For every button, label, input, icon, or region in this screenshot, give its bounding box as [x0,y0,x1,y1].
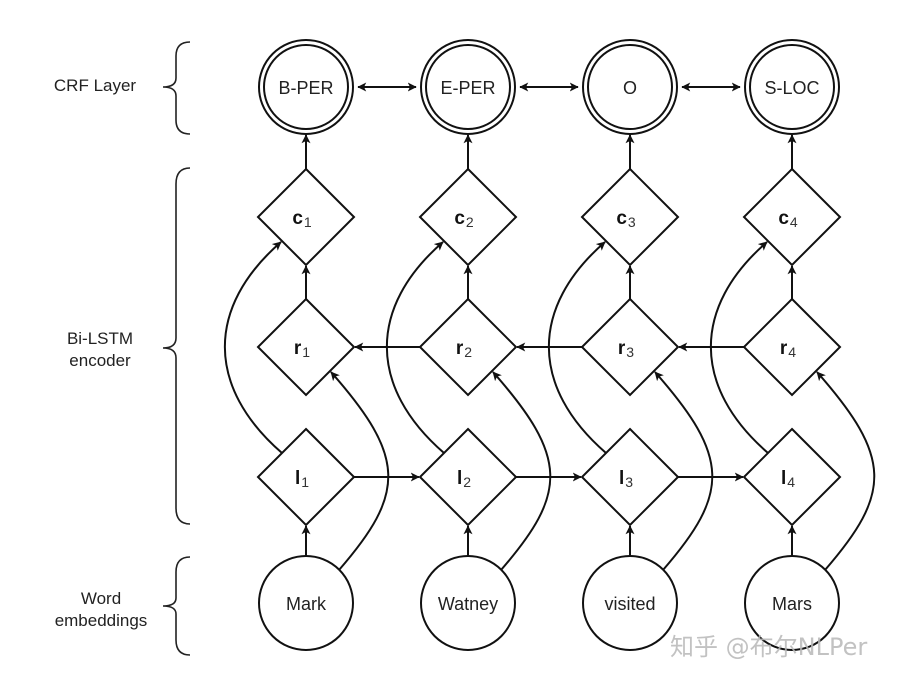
r-diamond [256,297,356,397]
word-circle [258,555,354,651]
edge-l2-to-c2 [386,241,445,454]
c-diamond [256,167,356,267]
c-node-2: c2 [418,167,518,267]
l-diamond [742,427,842,527]
crf-tag-node-2: E-PER [420,39,516,135]
embeddings-label-line2: embeddings [55,611,148,630]
c-node-4: c4 [742,167,842,267]
watermark: 知乎 @布尔NLPer [670,633,867,661]
word-circle [744,555,840,651]
crf-tag-node-4: S-LOC [744,39,840,135]
c-diamond [742,167,842,267]
edge-word-to-r4 [816,371,876,571]
word-circle [582,555,678,651]
crf-tag-label: S-LOC [764,78,819,98]
l-node-3: l3 [580,427,680,527]
l-node-4: l4 [742,427,842,527]
bilstm-brace [162,167,191,525]
r-label: r4 [780,338,796,360]
crf-tag-label: B-PER [278,78,333,98]
word-node-1: Mark [258,555,354,651]
c-label: c1 [292,208,312,230]
edge-l1-to-c1 [224,241,283,454]
word-label: Watney [438,594,498,614]
edges [224,82,876,571]
layer-label-bilstm: Bi-LSTM encoder [67,167,191,525]
bilstm-label-line2: encoder [69,351,131,370]
l-node-1: l1 [256,427,356,527]
crf-layer-label: CRF Layer [54,76,137,95]
crf-tag-node-3: O [582,39,678,135]
l-diamond [256,427,356,527]
r-node-3: r3 [580,297,680,397]
crf-inner-circle [425,44,511,130]
r-label: r2 [456,338,472,360]
crf-inner-circle [749,44,835,130]
r-node-1: r1 [256,297,356,397]
word-node-2: Watney [420,555,516,651]
r-label: r1 [294,338,310,360]
word-node-4: Mars [744,555,840,651]
r-node-2: r2 [418,297,518,397]
r-diamond [580,297,680,397]
c-diamond [580,167,680,267]
edge-word-to-r3 [654,371,714,571]
crf-inner-circle [263,44,349,130]
layer-label-crf: CRF Layer [54,41,191,135]
l-label: l1 [295,468,309,490]
crf-inner-circle [587,44,673,130]
l-label: l3 [619,468,633,490]
c-label: c2 [454,208,474,230]
word-label: visited [604,594,655,614]
c-label: c4 [778,208,798,230]
word-node-3: visited [582,555,678,651]
edge-l4-to-c4 [710,241,769,454]
l-node-2: l2 [418,427,518,527]
c-node-1: c1 [256,167,356,267]
r-node-4: r4 [742,297,842,397]
layer-label-embeddings: Word embeddings [55,556,191,656]
edge-word-to-r2 [492,371,552,571]
r-diamond [418,297,518,397]
crf-tag-label: O [623,78,637,98]
l-label: l2 [457,468,471,490]
r-diamond [742,297,842,397]
l-diamond [418,427,518,527]
l-diamond [580,427,680,527]
crf-tag-node-1: B-PER [258,39,354,135]
word-label: Mars [772,594,812,614]
word-label: Mark [286,594,327,614]
c-label: c3 [616,208,636,230]
r-label: r3 [618,338,634,360]
embeddings-label-line1: Word [81,589,121,608]
c-node-3: c3 [580,167,680,267]
edge-word-to-r1 [330,371,390,571]
l-label: l4 [781,468,795,490]
embeddings-brace [162,556,191,656]
edge-l3-to-c3 [548,241,607,454]
crf-tag-label: E-PER [440,78,495,98]
crf-brace [162,41,191,135]
word-circle [420,555,516,651]
bilstm-label-line1: Bi-LSTM [67,329,133,348]
c-diamond [418,167,518,267]
